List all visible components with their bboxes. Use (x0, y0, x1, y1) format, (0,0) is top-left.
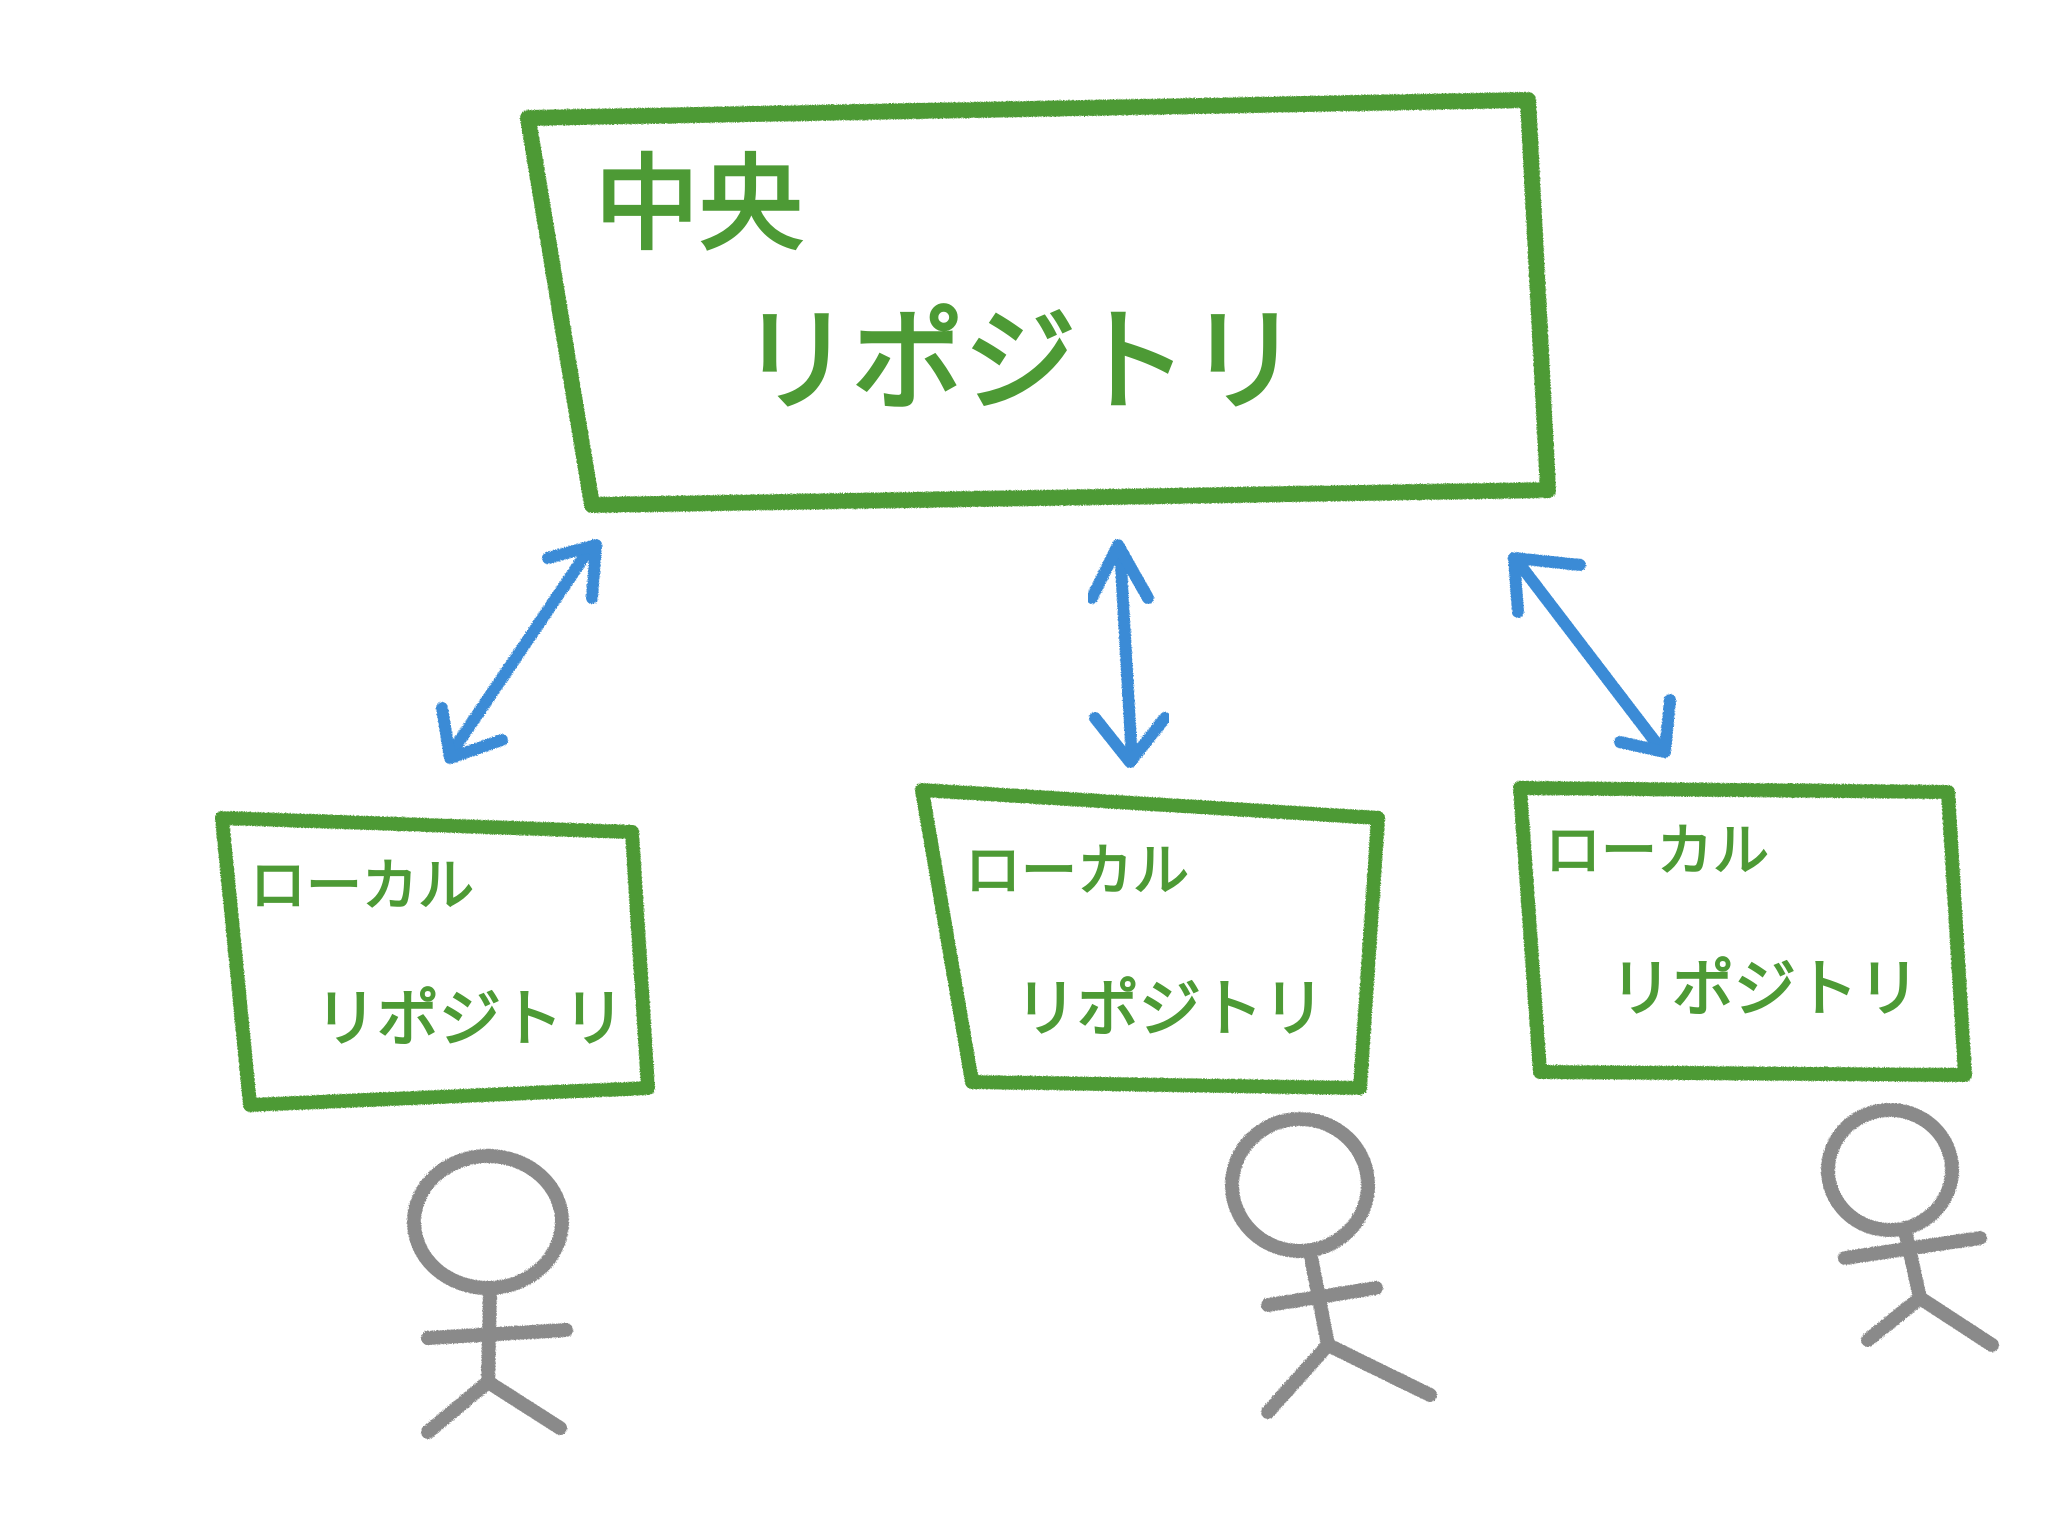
central-repository-title: 中央 (595, 143, 804, 265)
local-repository-border-1 (215, 811, 655, 1112)
central-repository-box (520, 92, 1556, 513)
user-figure-3 (1821, 1103, 1999, 1352)
sync-arrow-1 (436, 539, 602, 764)
local-repository-1-sublabel: リポジトリ (315, 982, 625, 1055)
central-repository-border (520, 92, 1556, 513)
local-repository-1-label: ローカル (250, 854, 474, 919)
sync-arrow-3 (1508, 552, 1676, 758)
user-figure-2-head (1225, 1112, 1375, 1258)
local-repository-border-2 (915, 783, 1385, 1095)
local-repository-border-3 (1513, 781, 1972, 1082)
local-repository-box-2 (915, 783, 1385, 1095)
local-repository-3-label: ローカル (1545, 819, 1769, 884)
local-repository-2-sublabel: リポジトリ (1015, 972, 1325, 1045)
local-repository-3-sublabel: リポジトリ (1610, 952, 1920, 1025)
central-repository-subtitle: リポジトリ (740, 297, 1300, 427)
user-figure-1 (407, 1149, 573, 1439)
sync-arrow-2 (1086, 539, 1171, 768)
local-repository-box-1 (215, 811, 655, 1112)
user-figure-2 (1225, 1112, 1437, 1419)
local-repository-box-3 (1513, 781, 1972, 1082)
user-figure-1-head (407, 1149, 569, 1295)
user-figure-3-head (1821, 1103, 1959, 1237)
local-repository-2-label: ローカル (965, 839, 1189, 904)
